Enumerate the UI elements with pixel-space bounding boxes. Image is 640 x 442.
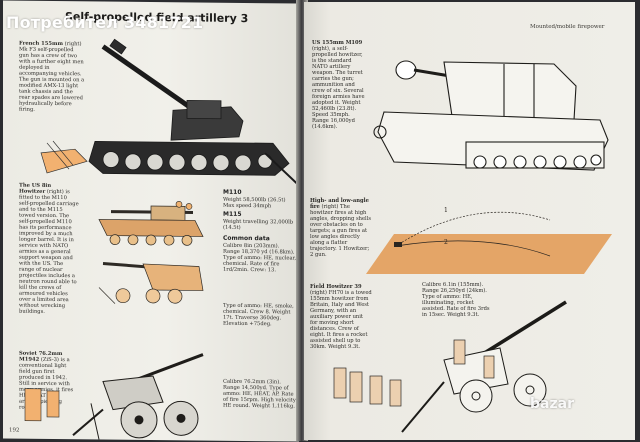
spade-detail-sketch <box>40 140 88 174</box>
fh70-specs-body: Calibre 6.1in (155mm). Range 26,250yd (2… <box>422 282 490 318</box>
m110-title: M110 <box>223 188 242 196</box>
running-head: Mounted/mobile firepower <box>530 24 605 30</box>
crew-sketch <box>24 388 60 422</box>
m115-weight: Weight travelling 32,000lb (14.5t) <box>223 218 294 231</box>
site-logo: bazar <box>530 396 574 412</box>
gun-symbol <box>394 242 402 247</box>
left-page: Self-propelled field artillery 3 French … <box>3 0 299 442</box>
fire-angle-caption-body: (right) The howitzer fires at high angle… <box>310 204 372 258</box>
soviet-field-gun-illustration <box>24 353 204 440</box>
fh70-caption: Field Howitzer 39 (right) FH70 is a towe… <box>310 284 372 350</box>
fh70-caption-body: (right) FH70 is a towed 155mm howitzer f… <box>310 290 372 350</box>
m110-m115-illustration <box>98 200 204 304</box>
crew-group <box>333 339 495 407</box>
common-data-body: Calibre 8in (203mm). Range 18,370 yd (16… <box>223 242 297 274</box>
fire-angle-caption: High- and low-angle fire (right) The how… <box>310 198 372 258</box>
soviet-specs-body: Calibre 76.2mm (3in). Range 14,500yd. Ty… <box>223 378 296 410</box>
trajectory-label-1: 1 <box>444 207 448 214</box>
fire-angle-caption-lead: High- and low-angle fire <box>310 198 369 210</box>
page-number: 192 <box>9 427 20 434</box>
m109-caption-body: (right), a self-propelled howitzer, is t… <box>312 46 365 130</box>
low-angle-path <box>395 240 551 257</box>
high-angle-path <box>395 211 551 247</box>
trajectory-label-2: 2 <box>444 239 448 246</box>
m110-speed: Max speed 34mph <box>223 202 272 210</box>
trajectory-diagram: 1 2 <box>394 207 551 257</box>
m109-sp-howitzer-illustration <box>373 60 609 171</box>
common-data-title: Common data <box>223 234 270 243</box>
crew-figures <box>175 200 193 210</box>
m109-caption: US 155mm M109 (right), a self-propelled … <box>312 40 368 130</box>
watermark-text: Потребител 3481721 <box>6 13 204 32</box>
m115-title: M115 <box>223 210 242 218</box>
towed-howitzer-crew-illustration <box>333 300 567 433</box>
right-page: Mounted/mobile firepower US 155mm M109 (… <box>304 2 635 440</box>
m109-caption-lead: US 155mm M109 <box>312 40 363 46</box>
mid-specs-body: Type of ammo: HE, smoke, chemical. Crew … <box>223 302 294 328</box>
fh70-caption-lead: Field Howitzer 39 <box>310 284 362 290</box>
french-sp-gun-illustration <box>40 38 299 187</box>
